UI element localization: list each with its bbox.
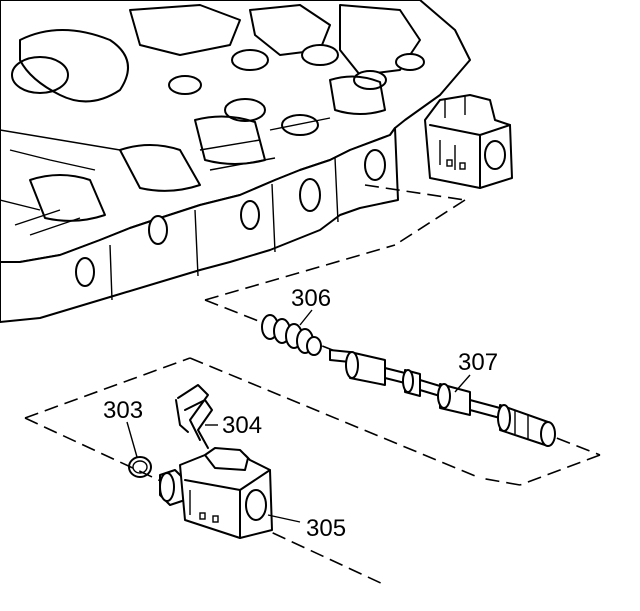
spring-306 (261, 314, 322, 356)
pressure-solenoid-305 (159, 447, 273, 539)
callout-305: 305 (306, 515, 346, 542)
retaining-clip-304 (175, 384, 213, 449)
leader-305 (267, 514, 301, 523)
leader-306 (299, 309, 313, 326)
callout-307: 307 (458, 349, 498, 376)
valve-spool-307 (329, 349, 556, 447)
valve-body-casting (0, 0, 471, 323)
installed-solenoid (424, 94, 513, 189)
o-ring-303 (128, 456, 152, 478)
callout-303: 303 (103, 397, 143, 424)
dashed-boundary-lower (24, 357, 521, 586)
callout-304: 304 (222, 412, 262, 439)
dashed-boundary-upper (204, 184, 601, 486)
callout-306: 306 (291, 285, 331, 312)
leader-303 (126, 421, 138, 458)
leader-307 (454, 374, 471, 393)
